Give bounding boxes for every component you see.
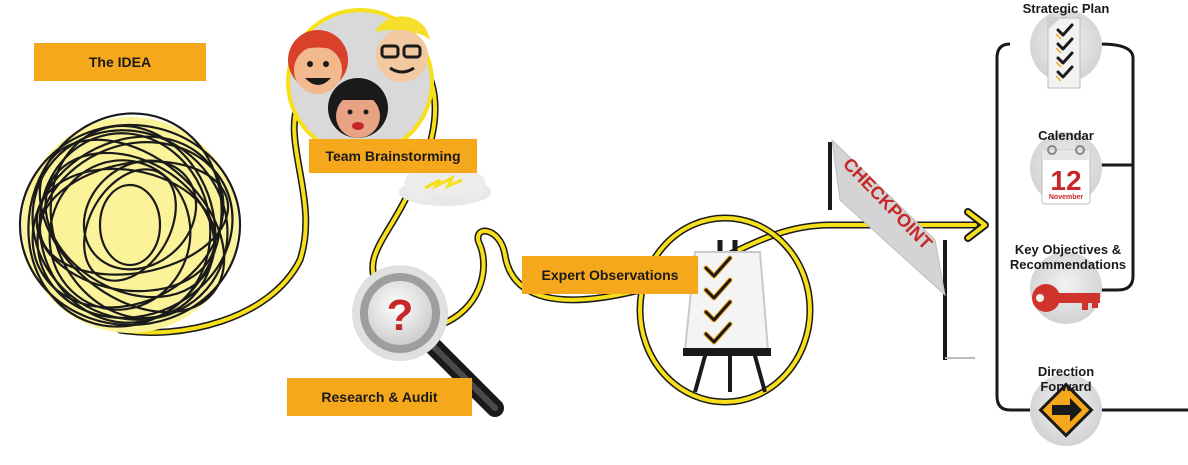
objectives-line-1: Key Objectives & [1014,242,1122,257]
brainstorm-label: Team Brainstorming [309,139,477,173]
scribble-ball-icon [18,112,242,333]
direction-label: Direction Forward [1006,364,1126,394]
calendar-label: Calendar [1038,128,1094,143]
checkpoint-banner-icon: CHECKPOINT [828,138,975,360]
calendar-month: November [1049,194,1084,201]
checklist-easel-icon [683,240,771,393]
outcome-bracket [995,42,1188,412]
team-faces-icon [286,8,434,156]
magnifier-question-icon: ? [352,265,504,417]
svg-text:?: ? [387,291,414,340]
key-icon [1030,252,1102,324]
strategic-plan-label: Strategic Plan [1022,1,1110,16]
direction-line-2: Forward [1040,379,1092,394]
calendar-icon: 12 November [1030,132,1102,205]
objectives-line-2: Recommendations [1009,257,1127,272]
direction-line-1: Direction [1037,364,1095,379]
objectives-label: Key Objectives & Recommendations [998,242,1138,272]
idea-label: The IDEA [34,43,206,81]
calendar-day: 12 [1050,165,1081,196]
checklist-document-icon [1030,10,1102,89]
research-label: Research & Audit [287,378,472,416]
expert-label: Expert Observations [522,256,698,294]
arrow-sign-icon [1030,374,1102,446]
process-path [116,35,989,406]
